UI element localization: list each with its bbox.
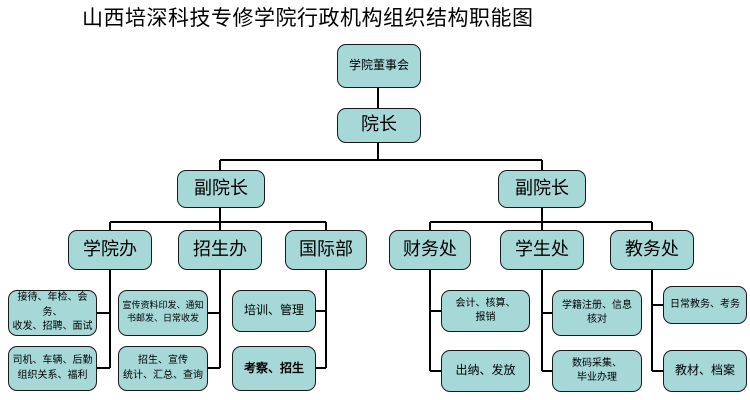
chart-title: 山西培深科技专修学院行政机构组织结构职能图: [82, 6, 534, 30]
node-academic-affairs: 教务处: [610, 230, 694, 270]
node-finance-dept: 财务处: [389, 230, 471, 270]
duty-line: 招生、宣传: [138, 355, 188, 366]
duty-line: 学籍注册、信息: [562, 299, 632, 311]
duty-line: 司机、车辆、后勤: [12, 355, 93, 366]
duty-international-dept-2: 考察、招生: [232, 346, 316, 391]
duty-academic-affairs-1: 日常教务、考务: [663, 286, 747, 324]
duty-line: 收发、招聘、面试: [12, 321, 93, 333]
duty-academy-office-1: 接待、年检、会务、 收发、招聘、面试: [8, 290, 97, 336]
node-president: 院长: [337, 108, 421, 143]
duty-line: 组织关系、福利: [17, 369, 88, 381]
duty-finance-dept-1: 会计、核算、 报销: [441, 290, 530, 332]
duty-line: 教材、档案: [674, 363, 735, 378]
duty-student-affairs-1: 学籍注册、信息 核对: [552, 290, 642, 336]
duty-line: 数码采集、: [572, 357, 622, 369]
node-student-affairs: 学生处: [500, 230, 584, 270]
duty-line: 报销: [475, 312, 496, 323]
duty-line: 出纳、发放: [455, 363, 516, 378]
duty-international-dept-1: 培训、管理: [232, 290, 316, 332]
duty-admissions-office-1: 宣传资料印发、通知 书邮发、日常收发: [118, 290, 208, 336]
duty-line: 核对: [587, 314, 607, 325]
duty-line: 统计、汇总、查询: [123, 369, 203, 381]
node-board: 学院董事会: [337, 44, 421, 88]
duty-admissions-office-2: 招生、宣传 统计、汇总、查询: [118, 346, 208, 391]
duty-line: 宣传资料印发、通知: [122, 300, 204, 311]
node-international-dept: 国际部: [285, 230, 367, 270]
duty-academy-office-2: 司机、车辆、后勤 组织关系、福利: [8, 346, 97, 391]
node-vp-left: 副院长: [177, 170, 265, 208]
duty-line: 培训、管理: [243, 303, 304, 318]
duty-line: 会计、核算、: [455, 297, 516, 309]
duty-line: 接待、年检、会务、: [17, 292, 88, 318]
duty-finance-dept-2: 出纳、发放: [441, 350, 530, 392]
duty-student-affairs-2: 数码采集、 毕业办理: [552, 350, 642, 392]
duty-academic-affairs-2: 教材、档案: [663, 350, 747, 392]
duty-line: 日常教务、考务: [670, 298, 740, 310]
node-vp-right: 副院长: [498, 170, 586, 208]
duty-line: 考察、招生: [243, 360, 304, 375]
duty-line: 书邮发、日常收发: [126, 314, 199, 324]
node-admissions-office: 招生办: [178, 230, 262, 270]
node-academy-office: 学院办: [68, 230, 152, 270]
duty-line: 毕业办理: [577, 372, 617, 383]
